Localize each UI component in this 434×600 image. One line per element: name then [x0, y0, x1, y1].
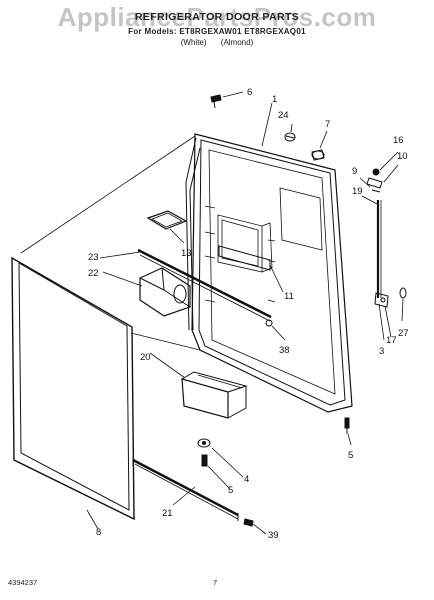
- washer-4: [197, 438, 211, 448]
- plug-24: [284, 132, 296, 142]
- callout-16: 16: [393, 135, 404, 146]
- callout-22: 22: [88, 268, 99, 279]
- rail-23: [137, 248, 272, 322]
- callout-17: 17: [386, 335, 397, 346]
- callout-38: 38: [279, 345, 290, 356]
- callout-27: 27: [398, 328, 409, 339]
- hinge-parts: [366, 168, 383, 298]
- screw-6: [210, 94, 222, 109]
- callout-7: 7: [325, 119, 330, 130]
- callout-6: 6: [247, 87, 252, 98]
- door-liner: [185, 133, 353, 413]
- callout-13: 13: [181, 248, 192, 259]
- color-codes: (White) (Almond): [0, 38, 434, 47]
- document-part-number: 4394237: [8, 578, 38, 587]
- callout-19: 19: [352, 186, 363, 197]
- callout-1: 1: [272, 94, 277, 105]
- callout-10: 10: [397, 151, 408, 162]
- callout-23: 23: [88, 252, 99, 263]
- callout-8: 8: [96, 527, 101, 538]
- watermark: AppliancePartsPros.com: [57, 2, 377, 32]
- callout-5: 5: [228, 485, 233, 496]
- door-bin-20: [181, 371, 248, 419]
- color-code-white: (White): [180, 38, 207, 47]
- callout-4: 4: [244, 474, 249, 485]
- callout-24: 24: [278, 110, 289, 121]
- callout-3: 3: [379, 346, 384, 357]
- screw-5b: [201, 454, 208, 467]
- strip-21: [132, 458, 239, 521]
- screw-38: [265, 319, 273, 327]
- bin-22: [139, 267, 191, 317]
- callout-20: 20: [140, 352, 151, 363]
- callout-5: 5: [348, 450, 353, 461]
- diagram-title: REFRIGERATOR DOOR PARTS: [134, 11, 300, 23]
- callout-39: 39: [268, 530, 279, 541]
- callout-11: 11: [284, 291, 294, 302]
- door-outline: [20, 135, 201, 351]
- page-number: 7: [213, 578, 218, 587]
- shelf-11: [218, 245, 271, 271]
- pad-13: [146, 210, 188, 230]
- model-numbers: For Models: ET8RGEXAW01 ET8RGEXAQ01: [128, 27, 306, 36]
- screw-39: [243, 518, 254, 527]
- door-gasket: [11, 256, 135, 521]
- callout-9: 9: [352, 166, 357, 177]
- callout-21: 21: [162, 508, 173, 519]
- hinge-bottom-parts: [374, 287, 407, 308]
- color-code-almond: (Almond): [220, 38, 254, 47]
- door-inner-details: [204, 187, 323, 303]
- leader-lines: [86, 91, 404, 535]
- screw-5a: [344, 417, 350, 434]
- knob-7: [311, 149, 325, 161]
